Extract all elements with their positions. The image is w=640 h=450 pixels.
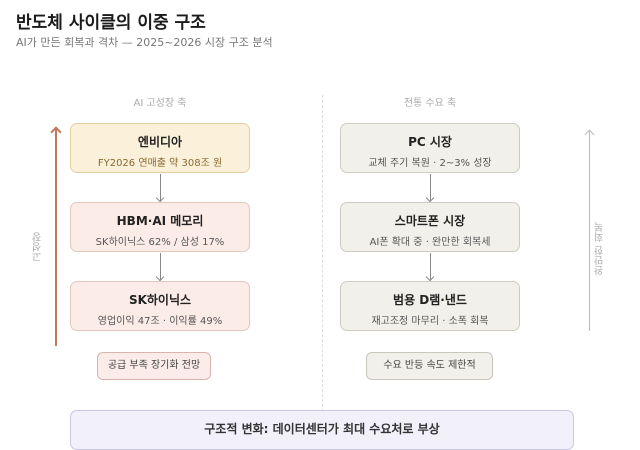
recovery-arrow-head-icon bbox=[584, 129, 595, 140]
box-desc: FY2026 연매출 약 308조 원 bbox=[97, 158, 223, 169]
box-desc: AI폰 확대 중 · 완만한 회복세 bbox=[369, 237, 491, 248]
left-side-label: 고성장 bbox=[33, 232, 44, 262]
right-side-label: 완만한 회복 bbox=[595, 222, 606, 276]
box-title: 범용 D램·낸드 bbox=[393, 293, 467, 307]
page-title: 반도체 사이클의 이중 구조 bbox=[16, 13, 206, 33]
box-desc: SK하이닉스 62% / 삼성 17% bbox=[95, 237, 225, 248]
page-subtitle: AI가 만든 회복과 격차 — 2025~2026 시장 구조 분석 bbox=[16, 36, 273, 49]
recovery-arrow bbox=[589, 131, 590, 331]
box-desc: 재고조정 마무리 · 소폭 회복 bbox=[371, 316, 489, 327]
box-title: SK하이닉스 bbox=[128, 293, 192, 307]
flow-arrow bbox=[160, 253, 161, 280]
conclusion-text: 구조적 변화: 데이터센터가 최대 수요처로 부상 bbox=[204, 422, 440, 436]
hbm-box: HBM·AI 메모리 SK하이닉스 62% / 삼성 17% bbox=[70, 202, 250, 252]
box-desc: 영업이익 47조 · 이익률 49% bbox=[97, 316, 223, 327]
box-title: PC 시장 bbox=[408, 135, 452, 149]
conclusion-box: 구조적 변화: 데이터센터가 최대 수요처로 부상 bbox=[70, 410, 574, 450]
nvidia-box: 엔비디아 FY2026 연매출 약 308조 원 bbox=[70, 123, 250, 173]
smartphone-box: 스마트폰 시장 AI폰 확대 중 · 완만한 회복세 bbox=[340, 202, 520, 252]
flow-arrow bbox=[430, 253, 431, 280]
box-title: 스마트폰 시장 bbox=[394, 214, 466, 228]
center-divider bbox=[322, 95, 323, 427]
left-outlook-pill: 공급 부족 장기화 전망 bbox=[97, 352, 211, 380]
right-axis-title: 전통 수요 축 bbox=[403, 98, 457, 109]
growth-arrow-head-icon bbox=[50, 126, 62, 138]
left-axis-title: AI 고성장 축 bbox=[133, 98, 187, 109]
flow-arrow bbox=[430, 174, 431, 201]
flow-arrow bbox=[160, 174, 161, 201]
box-title: 엔비디아 bbox=[137, 135, 183, 149]
box-title: HBM·AI 메모리 bbox=[116, 214, 204, 228]
growth-arrow bbox=[55, 128, 57, 346]
right-outlook-pill: 수요 반등 속도 제한적 bbox=[366, 352, 493, 380]
box-desc: 교체 주기 복원 · 2~3% 성장 bbox=[368, 158, 492, 169]
